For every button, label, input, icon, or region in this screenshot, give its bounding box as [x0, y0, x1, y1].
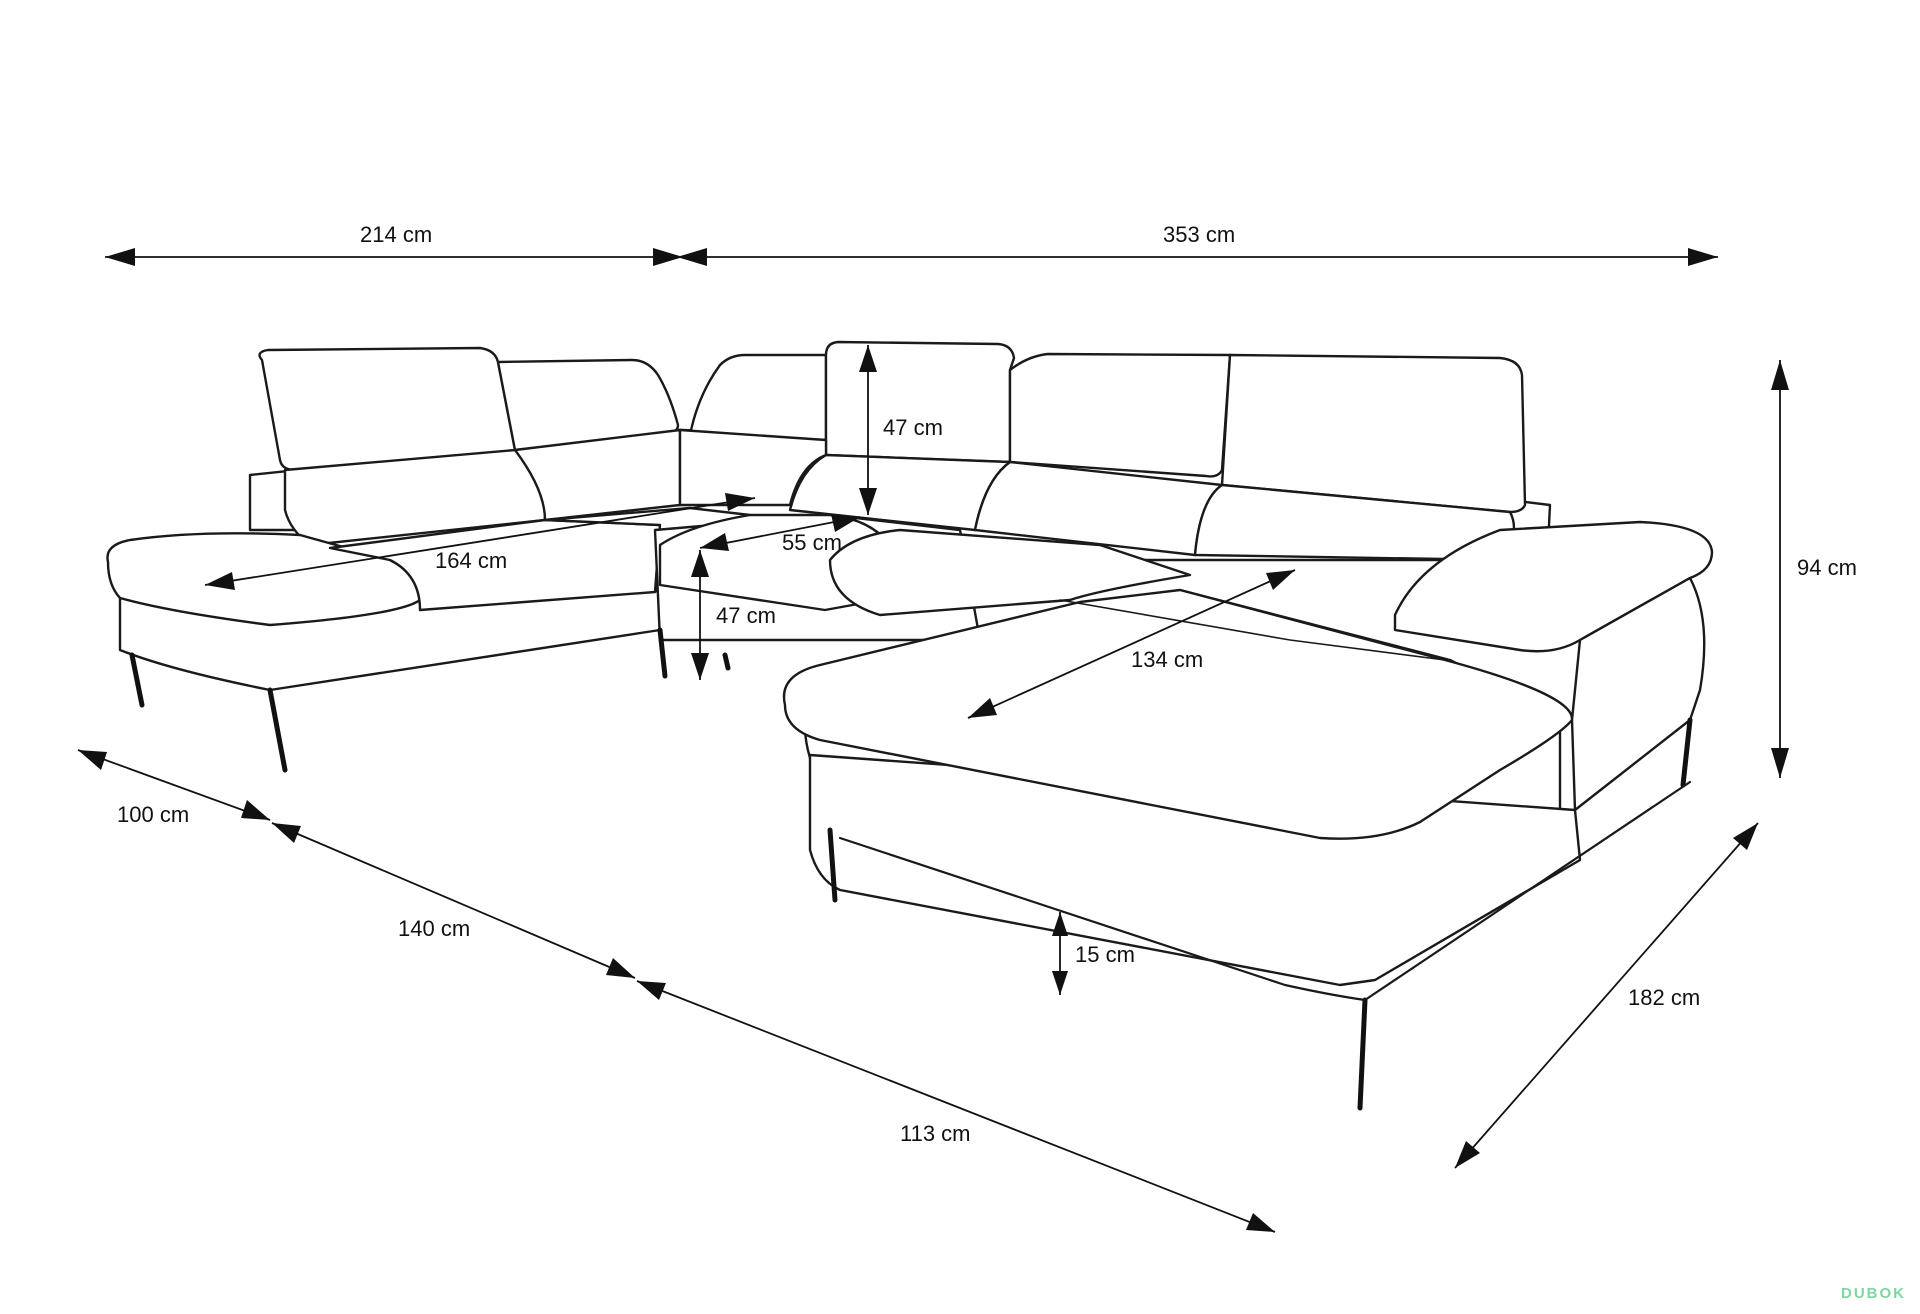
- label-left-side-length: 140 cm: [398, 916, 470, 941]
- dim-line-182: [1454, 822, 1759, 1169]
- label-width-right: 353 cm: [1163, 222, 1235, 247]
- right-chaise-seam: [1059, 599, 1446, 661]
- label-headrest-height: 47 cm: [883, 415, 943, 440]
- leg-chaise-back-right: [1680, 717, 1693, 788]
- leg-middle-left: [657, 627, 668, 679]
- dimension-lines: [77, 248, 1789, 1233]
- right-chaise-cushion: [782, 588, 1574, 840]
- back-cushion-right-2: [1193, 483, 1516, 562]
- leg-left-front: [129, 652, 145, 708]
- dim-line-164: [204, 497, 756, 586]
- dim-line-140: [271, 822, 636, 979]
- leg-left-back: [267, 687, 288, 773]
- chaise-bottom-line: [838, 780, 1692, 1002]
- dim-line-113: [636, 980, 1276, 1233]
- label-seat-height: 47 cm: [716, 603, 776, 628]
- headrest-right-1: [1008, 352, 1232, 478]
- label-right-chaise-depth: 182 cm: [1628, 985, 1700, 1010]
- back-cushion-left-2: [513, 428, 682, 522]
- label-left-chaise-depth: 100 cm: [117, 802, 189, 827]
- right-seat-cushion-back: [828, 528, 1192, 617]
- watermark-logo: DUBOK: [1841, 1285, 1906, 1302]
- label-width-left: 214 cm: [360, 222, 432, 247]
- headrest-left-1: [258, 346, 517, 472]
- label-front-length: 113 cm: [900, 1121, 971, 1146]
- label-right-chaise-length: 134 cm: [1131, 647, 1203, 672]
- dim-line-100: [77, 749, 271, 821]
- leg-middle-right: [722, 652, 731, 671]
- headrest-right-2: [1220, 353, 1527, 514]
- label-total-height: 94 cm: [1797, 555, 1857, 580]
- headrest-middle: [824, 340, 1016, 464]
- headrest-corner: [688, 353, 828, 442]
- label-seat-depth: 55 cm: [782, 530, 842, 555]
- dim-line-134: [967, 569, 1296, 719]
- dimension-labels: 214 cm 353 cm 94 cm 47 cm 55 cm 47 cm 16…: [117, 222, 1857, 1146]
- sofa-drawing: [106, 340, 1714, 1111]
- label-left-chaise-length: 164 cm: [435, 548, 507, 573]
- leg-chaise-front-right: [1357, 997, 1368, 1111]
- leg-chaise-front-left: [827, 827, 838, 903]
- label-leg-height: 15 cm: [1075, 942, 1135, 967]
- left-chaise-cushion-outer: [106, 532, 422, 627]
- right-armrest: [1393, 520, 1714, 653]
